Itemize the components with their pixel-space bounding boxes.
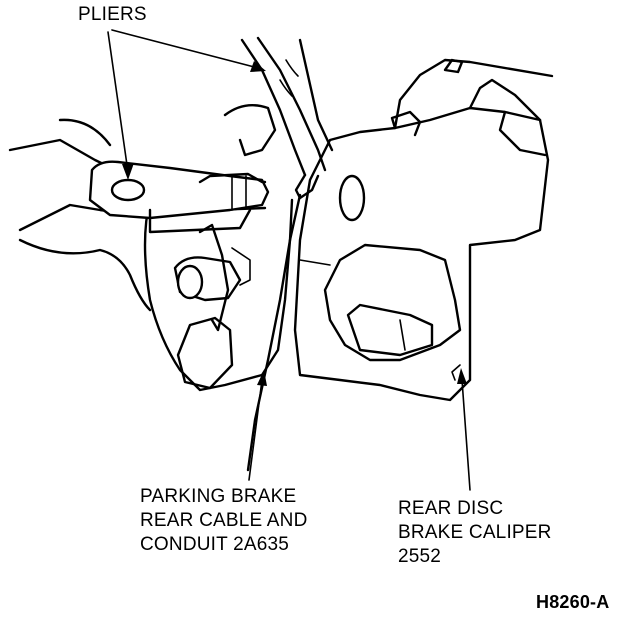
- caliper-label-line2: BRAKE CALIPER: [398, 522, 552, 543]
- cable-label-line1: PARKING BRAKE: [140, 486, 297, 507]
- caliper-label-line3: 2552: [398, 546, 442, 567]
- backing-plate-drawing: [143, 104, 294, 392]
- caliper-label-line1: REAR DISC: [398, 498, 504, 519]
- pliers-label: PLIERS: [78, 4, 147, 25]
- figure-id: H8260-A: [536, 592, 610, 612]
- leader-arrows: [107, 29, 471, 491]
- brake-caliper-drawing: [293, 58, 554, 402]
- cable-label-line3: CONDUIT 2A635: [140, 534, 290, 555]
- parking-brake-cable-drawing: [240, 36, 334, 472]
- cable-label-line2: REAR CABLE AND: [140, 510, 308, 531]
- pliers-drawing: [8, 118, 270, 312]
